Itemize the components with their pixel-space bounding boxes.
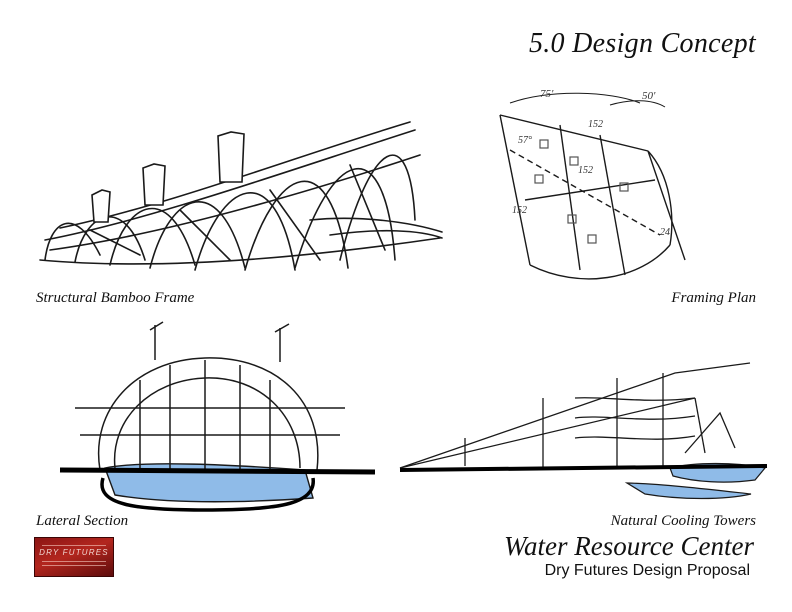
plan-caption: Framing Plan xyxy=(671,290,756,306)
framing-plan-sketch: 75' 50' 152 57° 152 152 24 xyxy=(499,88,686,280)
frame-caption: Structural Bamboo Frame xyxy=(36,290,195,306)
dim-label: 24 xyxy=(660,227,670,238)
dim-label: 50' xyxy=(642,90,656,102)
bamboo-frame-sketch xyxy=(39,121,443,271)
project-title: Water Resource Center xyxy=(504,531,754,561)
dim-label: 152 xyxy=(578,165,593,176)
lateral-section-sketch xyxy=(59,321,376,512)
dim-label: 57° xyxy=(518,135,532,146)
section-caption: Lateral Section xyxy=(36,513,129,529)
dim-label: 75' xyxy=(540,88,554,100)
cooling-towers-sketch xyxy=(399,362,768,500)
dim-label: 152 xyxy=(512,205,527,216)
towers-caption: Natural Cooling Towers xyxy=(610,513,756,529)
project-subtitle: Dry Futures Design Proposal xyxy=(544,562,750,579)
page-title: 5.0 Design Concept xyxy=(528,28,756,59)
logo-text: DRY FUTURES xyxy=(39,548,109,557)
dim-label: 152 xyxy=(588,119,603,130)
dry-futures-logo: DRY FUTURES xyxy=(34,537,114,577)
